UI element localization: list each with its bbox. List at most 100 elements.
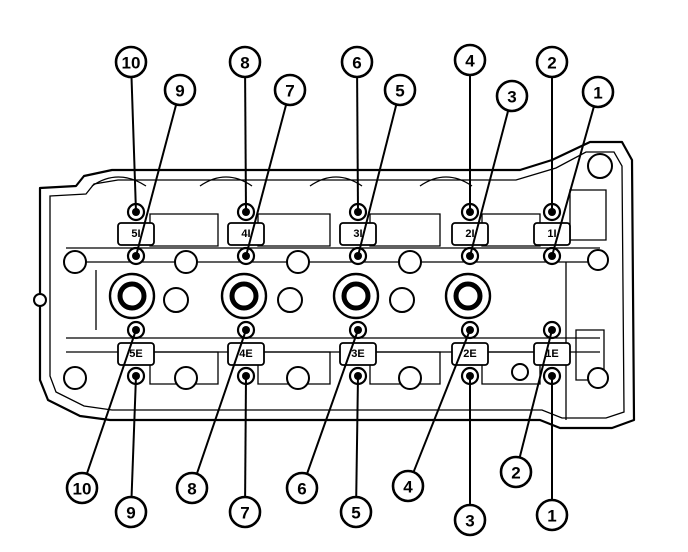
callout-circle	[453, 503, 487, 537]
bolt-callout-top: 8	[228, 45, 262, 79]
callout-number: 5	[395, 82, 404, 101]
bolt-callout-bottom: 2	[499, 455, 533, 489]
callout-number: 9	[175, 82, 184, 101]
callout-number: 8	[187, 480, 196, 499]
bearing-cap: 2E	[451, 342, 489, 366]
callout-circle	[65, 471, 99, 505]
cap-marking: 5I	[131, 228, 140, 240]
callout-number: 5	[351, 504, 360, 523]
bolt-callout-bottom: 3	[453, 503, 487, 537]
bolt-callout-bottom: 4	[391, 469, 425, 503]
cylinder-head-outline	[33, 140, 636, 430]
callout-number: 7	[285, 82, 294, 101]
callout-circle	[535, 45, 569, 79]
bolt-callout-bottom: 7	[228, 495, 262, 529]
bolt-callout-bottom: 1	[535, 498, 569, 532]
bolt-callout-bottom: 8	[175, 471, 209, 505]
leader-line	[135, 104, 178, 257]
cap-marking: 3E	[351, 348, 364, 360]
bearing-cap: 3E	[339, 342, 377, 366]
bolt-callout-bottom: 6	[285, 471, 319, 505]
head-bolt	[348, 246, 368, 266]
bolt-callouts: 10 9 8 7 6 5 4 3 2 1 10 9 8 7 6 5 4 3 2 1	[65, 43, 615, 537]
leader-line	[244, 76, 247, 213]
bolt-callout-bottom: 9	[114, 495, 148, 529]
cap-marking: 4E	[239, 348, 252, 360]
bolt-callout-top: 6	[340, 45, 374, 79]
bolt-callout-bottom: 10	[65, 471, 99, 505]
callout-number: 6	[352, 54, 361, 73]
bolt-callout-bottom: 5	[339, 495, 373, 529]
leader-line	[357, 104, 398, 257]
callout-circle	[340, 45, 374, 79]
callout-number: 1	[593, 84, 602, 103]
leader-line	[245, 104, 288, 257]
callout-number: 10	[73, 480, 92, 499]
callout-number: 2	[511, 464, 520, 483]
bolt-callout-top: 9	[163, 73, 197, 107]
callout-number: 2	[547, 54, 556, 73]
callout-circle	[273, 73, 307, 107]
cap-marking: 1E	[545, 348, 558, 360]
cap-marking: 3I	[353, 228, 362, 240]
callout-number: 4	[465, 52, 475, 71]
bearing-cap: 4E	[227, 342, 265, 366]
cap-marking: 4I	[241, 228, 250, 240]
cap-marking: 2E	[463, 348, 476, 360]
callout-circle	[228, 495, 262, 529]
bolt-callout-top: 4	[453, 43, 487, 77]
callout-circle	[535, 498, 569, 532]
leader-line	[130, 375, 137, 498]
leader-line	[85, 329, 137, 475]
callout-number: 4	[403, 478, 413, 497]
callout-number: 7	[240, 504, 249, 523]
callout-circle	[339, 495, 373, 529]
callout-circle	[495, 79, 529, 113]
callout-number: 10	[122, 54, 141, 73]
callout-circle	[114, 45, 148, 79]
callout-circle	[114, 495, 148, 529]
bearing-cap: 3I	[339, 222, 377, 246]
bolt-callout-top: 1	[581, 75, 615, 109]
callout-circle	[499, 455, 533, 489]
bearing-cap: 4I	[227, 222, 265, 246]
leader-line	[355, 375, 359, 498]
spark-plug-bores	[108, 272, 492, 320]
leader-line	[244, 375, 247, 498]
callout-number: 8	[240, 54, 249, 73]
bolt-callout-top: 7	[273, 73, 307, 107]
callout-circle	[391, 469, 425, 503]
callout-circle	[581, 75, 615, 109]
bearing-caps: 5I 5E 4I 4E 3I 3E 2I 2E 1I 1E	[117, 222, 571, 366]
callout-leaders	[85, 75, 595, 505]
leader-line	[518, 329, 553, 458]
spark-plug-bore-3	[332, 272, 380, 320]
callout-number: 3	[507, 88, 516, 107]
cap-marking: 2I	[465, 228, 474, 240]
bolt-callout-top: 10	[114, 45, 148, 79]
leader-line	[551, 106, 595, 257]
callout-circle	[285, 471, 319, 505]
callout-circle	[163, 73, 197, 107]
callout-circle	[228, 45, 262, 79]
bolt-callout-top: 2	[535, 45, 569, 79]
bearing-cap: 5I	[117, 222, 155, 246]
callout-circle	[383, 73, 417, 107]
bearing-cap: 5E	[117, 342, 155, 366]
leader-line	[412, 329, 471, 473]
leader-line	[469, 110, 510, 257]
leader-line	[356, 76, 359, 213]
leader-line	[130, 76, 137, 213]
cap-marking: 1I	[547, 228, 556, 240]
callout-number: 1	[547, 507, 556, 526]
bearing-cap: 2I	[451, 222, 489, 246]
head-bolt	[460, 246, 480, 266]
callout-number: 3	[465, 512, 474, 531]
spark-plug-bore-4	[444, 272, 492, 320]
callout-number: 9	[126, 504, 135, 523]
leader-line	[195, 329, 247, 475]
leader-line	[306, 329, 359, 475]
spark-plug-bore-2	[220, 272, 268, 320]
callout-circle	[175, 471, 209, 505]
bolt-callout-top: 5	[383, 73, 417, 107]
